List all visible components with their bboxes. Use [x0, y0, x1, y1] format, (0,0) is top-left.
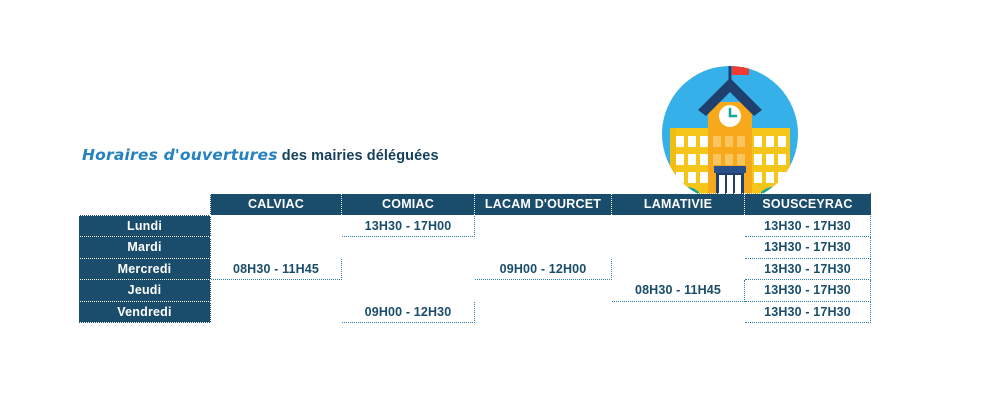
table-corner-cell [79, 194, 211, 216]
slot-mercredi-comiac [341, 258, 475, 280]
page-title-rest: des mairies déléguées [277, 148, 439, 164]
table-row: Jeudi 08H30 - 11H45 13H30 - 17H30 [78, 279, 871, 302]
slot-mardi-lamativie [611, 236, 745, 258]
column-header-sousceyrac: SOUSCEYRAC [744, 193, 871, 216]
slot-mercredi-calviac: 08H30 - 11H45 [210, 257, 342, 280]
slot-vendredi-lamativie [611, 301, 745, 323]
opening-hours-table: CALVIAC COMIAC LACAM D'OURCET LAMATIVIE … [78, 193, 871, 323]
table-row: Lundi 13H30 - 17H00 13H30 - 17H30 [78, 214, 871, 237]
slot-mardi-sousceyrac: 13H30 - 17H30 [744, 236, 871, 259]
slot-mercredi-lacam-dourcet: 09H00 - 12H00 [474, 257, 612, 280]
slot-vendredi-comiac: 09H00 - 12H30 [341, 300, 475, 323]
column-header-lacam-dourcet: LACAM D'OURCET [474, 193, 612, 216]
slot-lundi-lacam-dourcet [474, 215, 612, 237]
slot-mardi-comiac [341, 236, 475, 258]
column-header-comiac: COMIAC [341, 193, 475, 216]
day-label-lundi: Lundi [78, 214, 211, 237]
schedule-table: CALVIAC COMIAC LACAM D'OURCET LAMATIVIE … [78, 193, 871, 323]
slot-lundi-sousceyrac: 13H30 - 17H30 [744, 214, 871, 237]
column-header-lamativie: LAMATIVIE [611, 193, 745, 216]
day-label-mercredi: Mercredi [78, 257, 211, 280]
slot-jeudi-lamativie: 08H30 - 11H45 [611, 279, 745, 302]
slot-lundi-lamativie [611, 215, 745, 237]
slot-jeudi-lacam-dourcet [474, 279, 612, 301]
table-header-row: CALVIAC COMIAC LACAM D'OURCET LAMATIVIE … [79, 193, 871, 216]
slot-mercredi-sousceyrac: 13H30 - 17H30 [744, 257, 871, 280]
table-row: Mardi 13H30 - 17H30 [78, 236, 871, 259]
day-label-mardi: Mardi [78, 236, 211, 259]
slot-mardi-calviac [210, 236, 342, 258]
page-title-accent: Horaires d'ouvertures [82, 146, 278, 164]
day-label-jeudi: Jeudi [78, 279, 211, 302]
table-body: Lundi 13H30 - 17H00 13H30 - 17H30 Mardi … [78, 214, 871, 323]
slot-jeudi-sousceyrac: 13H30 - 17H30 [744, 279, 871, 302]
slot-lundi-calviac [210, 215, 342, 237]
table-head: CALVIAC COMIAC LACAM D'OURCET LAMATIVIE … [79, 193, 871, 216]
slot-vendredi-calviac [210, 301, 342, 323]
column-header-calviac: CALVIAC [210, 193, 342, 216]
page-title: Horaires d'ouvertures des mairies délégu… [82, 146, 439, 165]
slot-jeudi-calviac [210, 279, 342, 301]
slot-mardi-lacam-dourcet [474, 236, 612, 258]
table-row: Vendredi 09H00 - 12H30 13H30 - 17H30 [78, 300, 871, 323]
slot-jeudi-comiac [341, 279, 475, 301]
table-row: Mercredi 08H30 - 11H45 09H00 - 12H00 13H… [78, 257, 871, 280]
slot-vendredi-lacam-dourcet [474, 301, 612, 323]
day-label-vendredi: Vendredi [78, 300, 211, 323]
town-hall-building-icon [650, 46, 810, 206]
slot-lundi-comiac: 13H30 - 17H00 [341, 214, 475, 237]
slot-mercredi-lamativie [611, 258, 745, 280]
slot-vendredi-sousceyrac: 13H30 - 17H30 [744, 300, 871, 323]
